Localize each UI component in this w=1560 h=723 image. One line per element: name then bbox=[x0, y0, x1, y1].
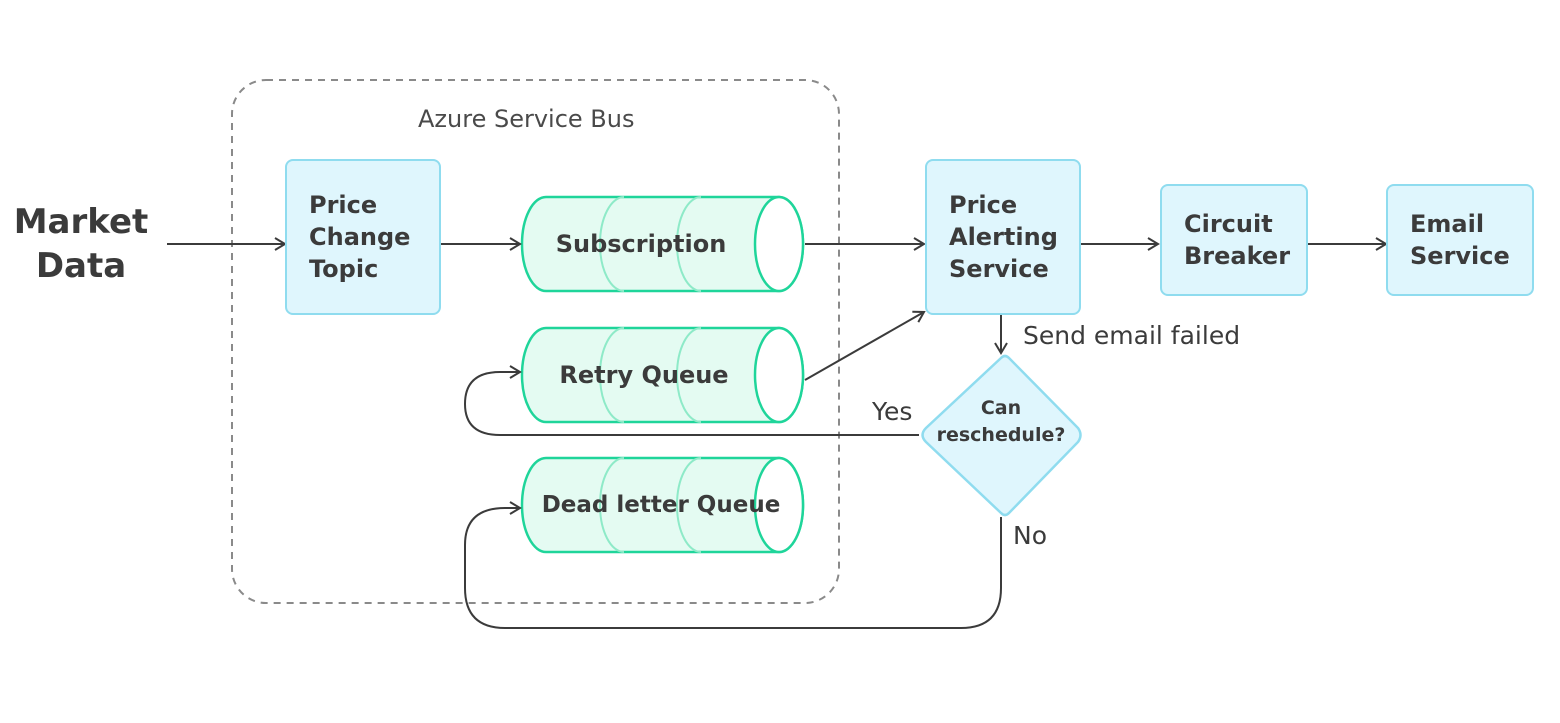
price-alerting-service-node[interactable]: Price Alerting Service bbox=[925, 159, 1081, 315]
subscription-label: Subscription bbox=[555, 230, 727, 258]
price-change-topic-node[interactable]: Price Change Topic bbox=[285, 159, 441, 315]
decision-line1: Can bbox=[980, 397, 1022, 419]
price-change-topic-line2: Change bbox=[309, 223, 411, 251]
retry-queue-label: Retry Queue bbox=[559, 361, 729, 389]
email-service-line2: Service bbox=[1410, 242, 1510, 270]
circuit-breaker-line1: Circuit bbox=[1184, 210, 1273, 238]
price-alerting-service-line1: Price bbox=[949, 191, 1018, 219]
price-alerting-service-line2: Alerting bbox=[949, 223, 1058, 251]
service-bus-title: Azure Service Bus bbox=[418, 105, 635, 133]
circuit-breaker-label: Circuit Breaker bbox=[1184, 208, 1290, 272]
price-change-topic-line1: Price bbox=[309, 191, 378, 219]
market-data-line2: Data bbox=[35, 246, 127, 286]
price-alerting-service-line3: Service bbox=[949, 255, 1049, 283]
no-label: No bbox=[1013, 521, 1047, 550]
price-alerting-service-label: Price Alerting Service bbox=[949, 189, 1058, 285]
service-bus-group-border bbox=[231, 79, 840, 604]
dead-letter-queue-label: Dead letter Queue bbox=[541, 492, 781, 518]
price-change-topic-label: Price Change Topic bbox=[309, 189, 410, 285]
market-data-label: Market Data bbox=[6, 200, 156, 288]
market-data-line1: Market bbox=[13, 202, 149, 242]
dead-letter-queue-shape bbox=[520, 456, 805, 554]
decision-label: Can reschedule? bbox=[921, 395, 1081, 449]
arrow-no-to-dead-letter-queue bbox=[464, 501, 1002, 629]
price-change-topic-line3: Topic bbox=[309, 255, 379, 283]
email-service-label: Email Service bbox=[1410, 208, 1510, 272]
retry-queue-shape bbox=[520, 326, 805, 424]
yes-label: Yes bbox=[872, 397, 913, 426]
subscription-queue-shape bbox=[520, 195, 805, 293]
decision-line2: reschedule? bbox=[936, 424, 1066, 446]
arrow-retry-to-alerting bbox=[804, 310, 926, 381]
send-email-failed-label: Send email failed bbox=[1023, 321, 1241, 350]
decision-diamond bbox=[921, 354, 1082, 517]
circuit-breaker-node[interactable]: Circuit Breaker bbox=[1160, 184, 1308, 296]
circuit-breaker-line2: Breaker bbox=[1184, 242, 1291, 270]
arrow-yes-to-retry-queue bbox=[463, 365, 919, 436]
email-service-node[interactable]: Email Service bbox=[1386, 184, 1534, 296]
email-service-line1: Email bbox=[1410, 210, 1485, 238]
